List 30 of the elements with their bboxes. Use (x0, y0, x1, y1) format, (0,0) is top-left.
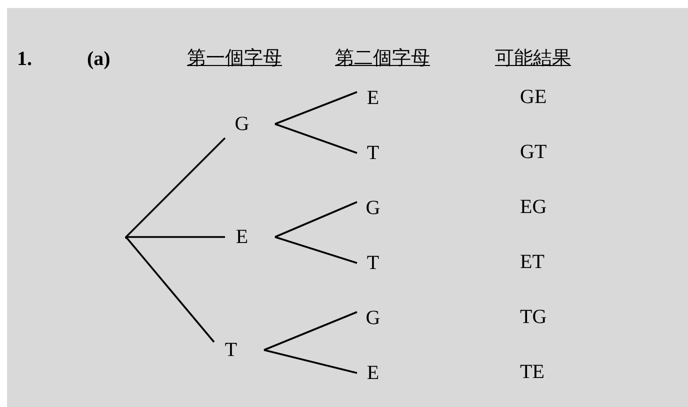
letter: T (220, 337, 242, 363)
letter: E (362, 85, 384, 111)
outcome-label: ET (520, 252, 544, 272)
branch-line (274, 123, 358, 154)
letter: G (362, 305, 384, 331)
column-heading: 第一個字母 (187, 49, 282, 68)
branch-line (274, 236, 358, 264)
outcome-label: EG (520, 197, 547, 217)
column-heading: 第二個字母 (335, 49, 430, 68)
branch-line (126, 236, 225, 238)
branch-line (125, 236, 215, 343)
column-heading: 可能結果 (495, 49, 571, 68)
branch-line (125, 137, 226, 238)
branch-line (264, 311, 358, 351)
outcome-label: GT (520, 142, 547, 162)
letter: G (231, 111, 253, 137)
branch-line (274, 201, 358, 238)
question-number: 1. (17, 49, 32, 69)
part-label: (a) (87, 49, 110, 69)
outcome-label: TE (520, 362, 544, 382)
letter: E (362, 360, 384, 386)
branch-line (264, 349, 358, 374)
letter: T (362, 250, 384, 276)
branch-point (124, 236, 128, 238)
letter: E (231, 224, 253, 250)
outcome-label: GE (520, 87, 547, 107)
letter: G (362, 195, 384, 221)
outcome-label: TG (520, 307, 547, 327)
letter: T (362, 140, 384, 166)
branch-line (274, 91, 358, 125)
